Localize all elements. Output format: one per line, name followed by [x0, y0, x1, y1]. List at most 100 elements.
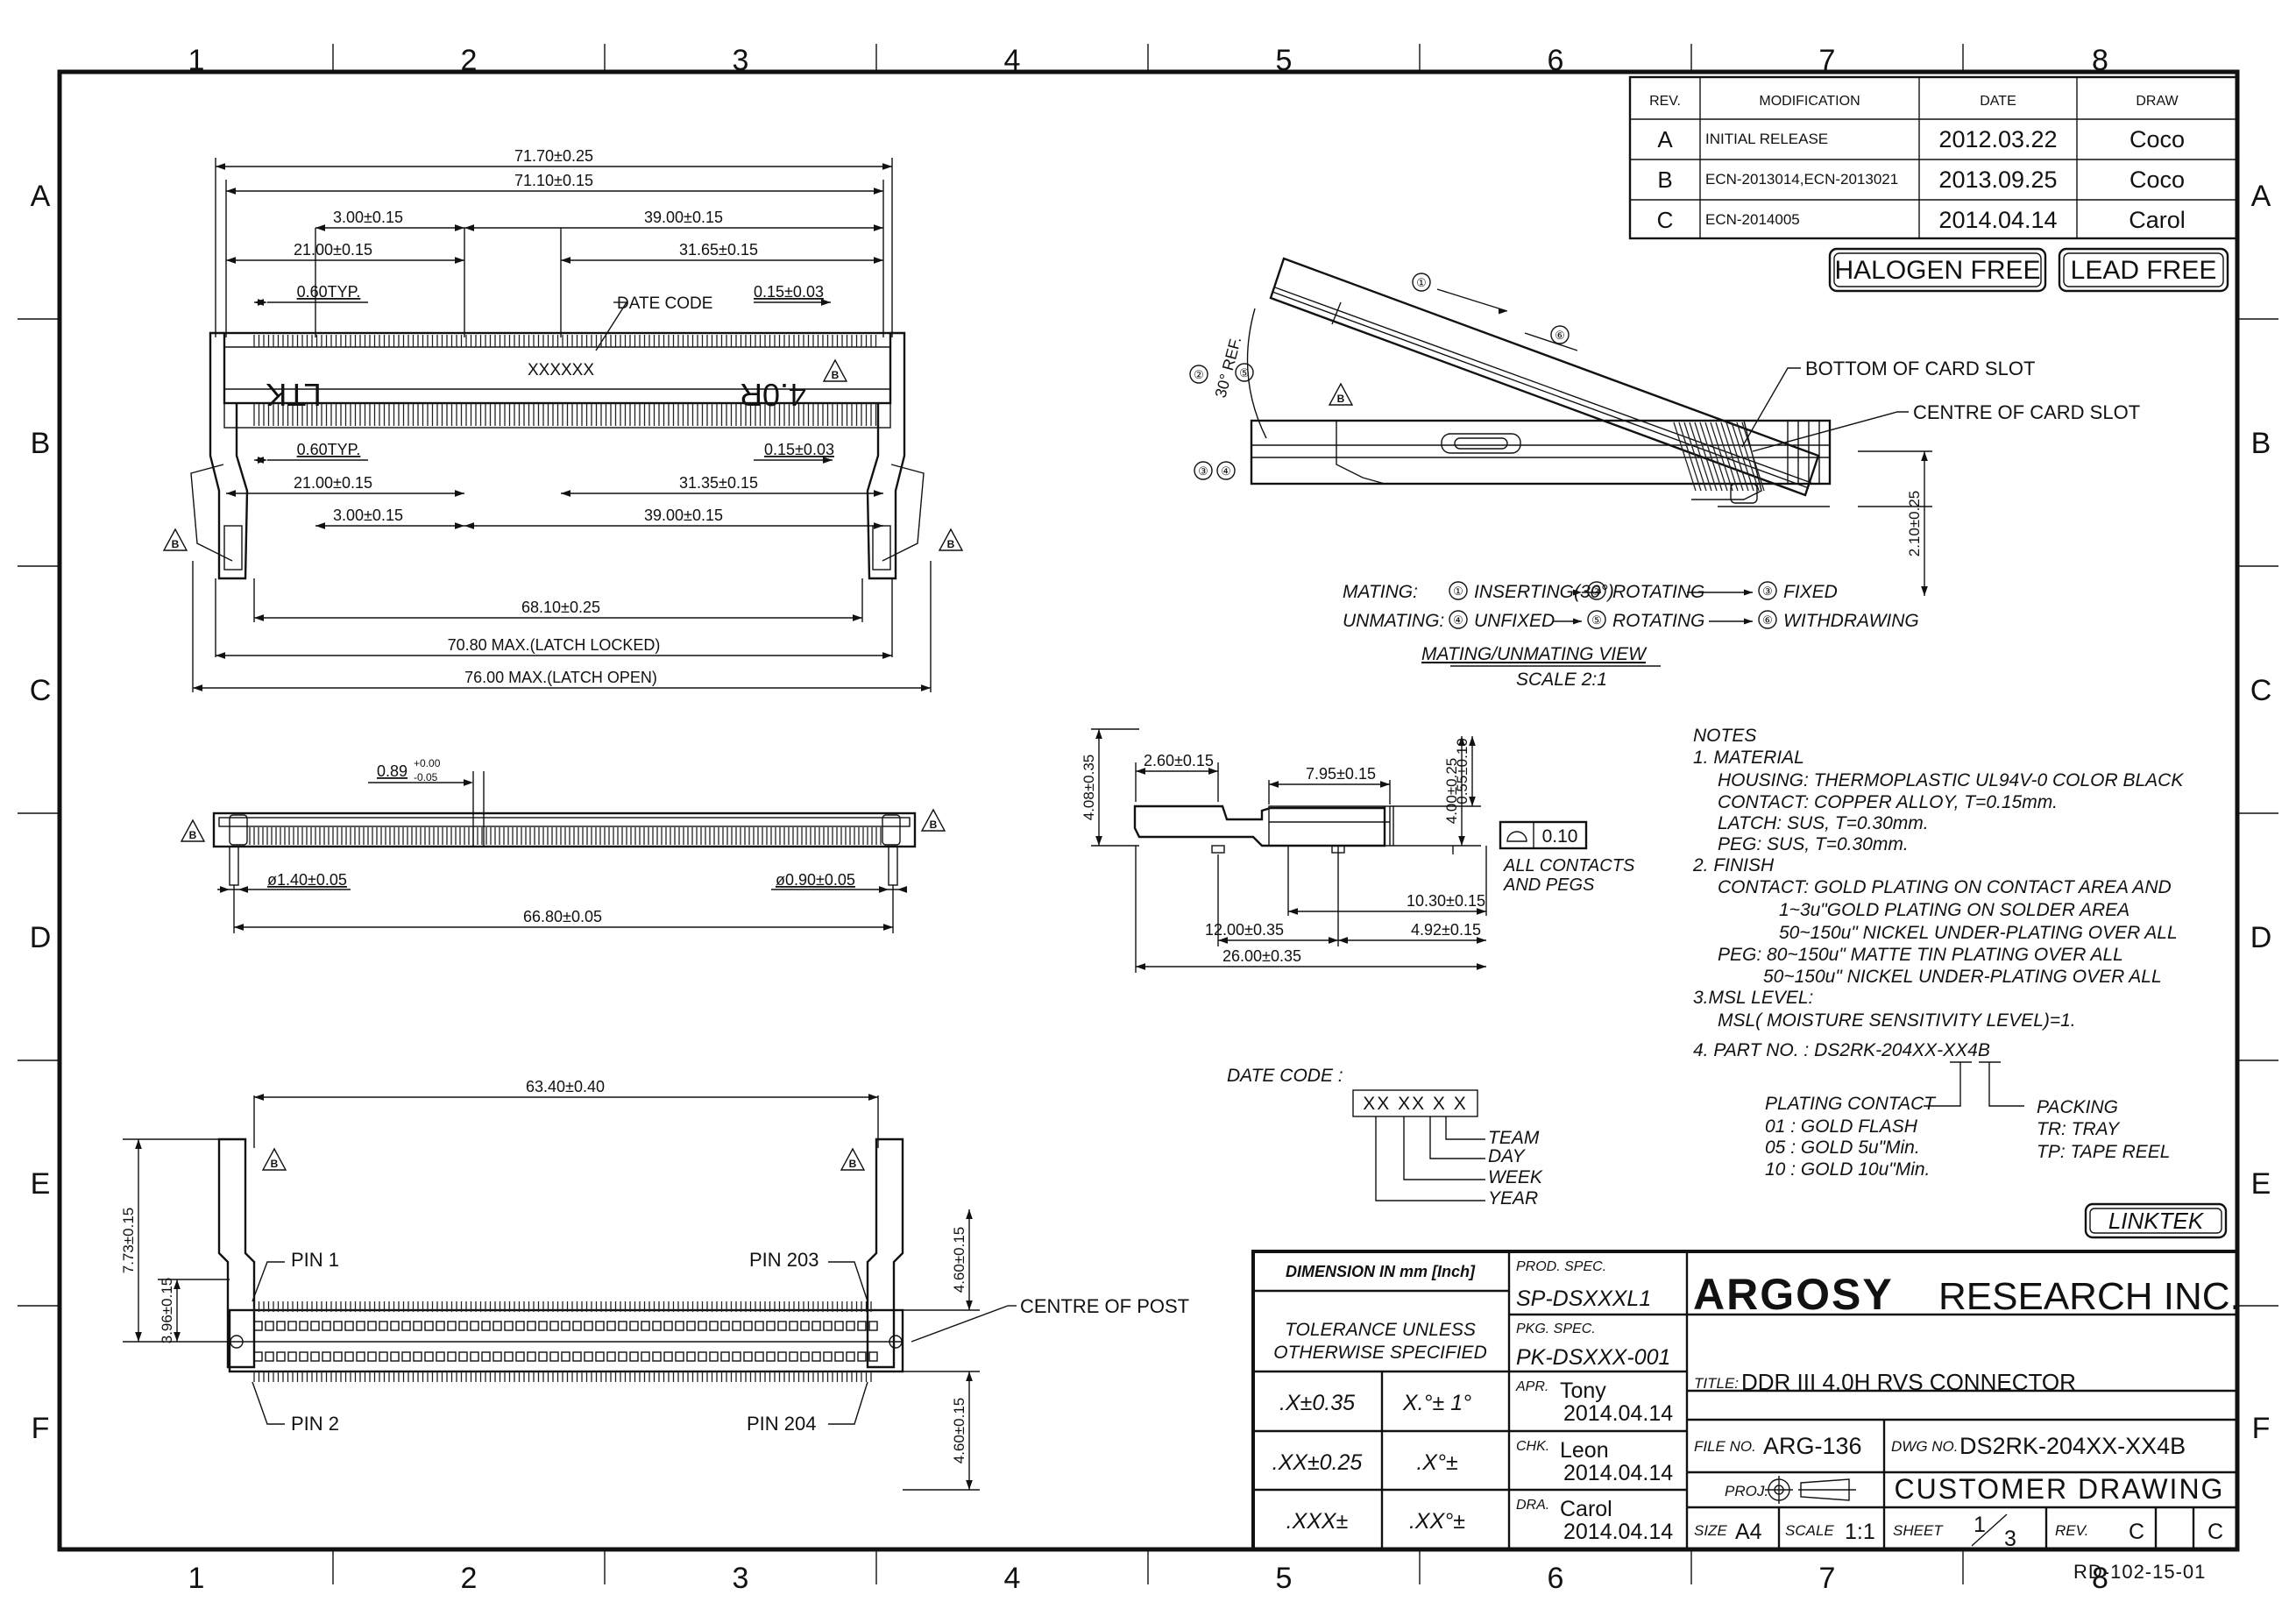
dimension-text: 7.95±0.15 [1306, 765, 1376, 783]
revision-header: DRAW [2136, 94, 2179, 109]
dimension-text: 26.00±0.35 [1222, 947, 1301, 965]
packing-option: PACKING [2037, 1097, 2118, 1117]
plating-option: 01 : GOLD FLASH [1765, 1116, 1918, 1137]
date-code-format: XX XX X X [1363, 1094, 1468, 1114]
arrowhead [882, 652, 892, 659]
arrowhead [226, 188, 236, 195]
tolerance-value: .XXX± [1286, 1509, 1349, 1534]
pin-204-label: PIN 204 [747, 1413, 817, 1435]
dimension-text: 21.00±0.15 [294, 241, 372, 259]
team-leader [1445, 1116, 1485, 1140]
pin-pad [265, 1321, 274, 1331]
arrowhead [868, 1094, 878, 1101]
side-housing [1268, 805, 1391, 847]
revision-letter: B [1337, 393, 1345, 405]
right-latch [866, 331, 906, 580]
arrowhead [1477, 937, 1486, 944]
arrowhead [1921, 586, 1928, 596]
revision-letter: B [930, 819, 938, 831]
arrowhead [853, 614, 862, 621]
dimension-text: 2.60±0.15 [1144, 752, 1214, 769]
file-no-label: FILE NO. [1694, 1438, 1756, 1455]
pin-pad [720, 1321, 730, 1331]
pin-pad [652, 1351, 662, 1362]
revision-letter: B [832, 369, 840, 381]
grid-column-label: 8 [2092, 44, 2108, 77]
arrowhead [1477, 963, 1486, 970]
section-hatch [1726, 422, 1749, 492]
card-edge [1272, 291, 1810, 489]
pin-pad [800, 1351, 810, 1362]
arrowhead [216, 652, 225, 659]
arrowhead [254, 614, 264, 621]
packing-option: TP: TAPE REEL [2037, 1142, 2171, 1162]
arrowhead [966, 1480, 973, 1490]
note-line: MSL( MOISTURE SENSITIVITY LEVEL)=1. [1718, 1010, 2076, 1031]
arrowhead [455, 490, 464, 497]
sheet-label: SHEET [1893, 1522, 1944, 1539]
arrowhead [455, 224, 464, 231]
pin-pad [287, 1321, 297, 1331]
sheet-slash [1971, 1513, 2008, 1547]
grid-column-label: 2 [461, 1562, 478, 1595]
step-number: ⑤ [1591, 613, 1602, 627]
arrowhead [883, 924, 893, 931]
arrowhead [1499, 308, 1507, 315]
arrowhead [966, 1301, 973, 1310]
bottom-slot-leader [1741, 367, 1801, 448]
angle-arc [1246, 308, 1267, 439]
tolerance-value: .X±0.35 [1279, 1391, 1355, 1415]
pin-pad [322, 1321, 331, 1331]
front-view-housing [212, 812, 917, 848]
arrowhead [193, 684, 202, 691]
pin-pad [493, 1321, 502, 1331]
left-post-hole [230, 1335, 244, 1349]
pin-pad [367, 1351, 377, 1362]
tolerance-value: .XX±0.25 [1272, 1450, 1363, 1475]
pin-pad [549, 1321, 559, 1331]
pin-pad [253, 1351, 263, 1362]
arrowhead [1269, 781, 1279, 788]
step-number-icon [1216, 461, 1236, 480]
tolerance-note: OTHERWISE SPECIFIED [1273, 1343, 1486, 1363]
pin-pad [823, 1321, 833, 1331]
left-latch-open [190, 464, 233, 562]
dimension-text: 66.80±0.05 [523, 908, 602, 925]
note-line: 3.MSL LEVEL: [1693, 988, 1813, 1008]
arrowhead [315, 522, 325, 529]
step-number-icon [1194, 461, 1213, 480]
file-no-value: ARG-136 [1763, 1433, 1862, 1459]
note-line: PEG: 80~150u" MATTE TIN PLATING OVER ALL [1718, 945, 2123, 965]
linktek-label: LINKTEK [2108, 1208, 2205, 1234]
pin-pad [515, 1321, 525, 1331]
unmating-label: UNMATING: [1343, 611, 1444, 631]
unmating-step: UNFIXED [1474, 611, 1555, 631]
card-notch [1331, 301, 1342, 325]
revision-triangle-icon [162, 528, 188, 551]
lead-free-badge [2058, 247, 2229, 293]
mating-label: MATING: [1343, 582, 1418, 602]
section-hatch [1678, 422, 1702, 492]
date-code-box [1352, 1089, 1478, 1117]
pin-pad [436, 1351, 445, 1362]
section-hatch [1673, 422, 1697, 492]
pin-1-leader [252, 1261, 285, 1302]
date-code-legend: WEEK [1488, 1167, 1543, 1187]
arrowhead [135, 1139, 142, 1149]
grid-row-label: D [2250, 921, 2272, 954]
mating-step: ROTATING [1612, 582, 1704, 602]
step-number: ③ [1198, 464, 1208, 478]
body-marking: LTK [266, 377, 321, 413]
grid-row-label: A [2251, 180, 2271, 213]
pin-pad [470, 1321, 479, 1331]
revision-letter: B [189, 829, 197, 841]
revision-triangle-icon [822, 358, 848, 382]
left-post-outline [217, 1138, 256, 1369]
pin-pad [413, 1351, 422, 1362]
grid-column-label: 5 [1276, 44, 1293, 77]
dimension-text: 71.70±0.25 [514, 147, 593, 165]
pin-pad [572, 1321, 582, 1331]
note-line: NOTES [1693, 726, 1756, 746]
arrowhead [1136, 768, 1145, 775]
grid-column-label: 4 [1004, 44, 1021, 77]
